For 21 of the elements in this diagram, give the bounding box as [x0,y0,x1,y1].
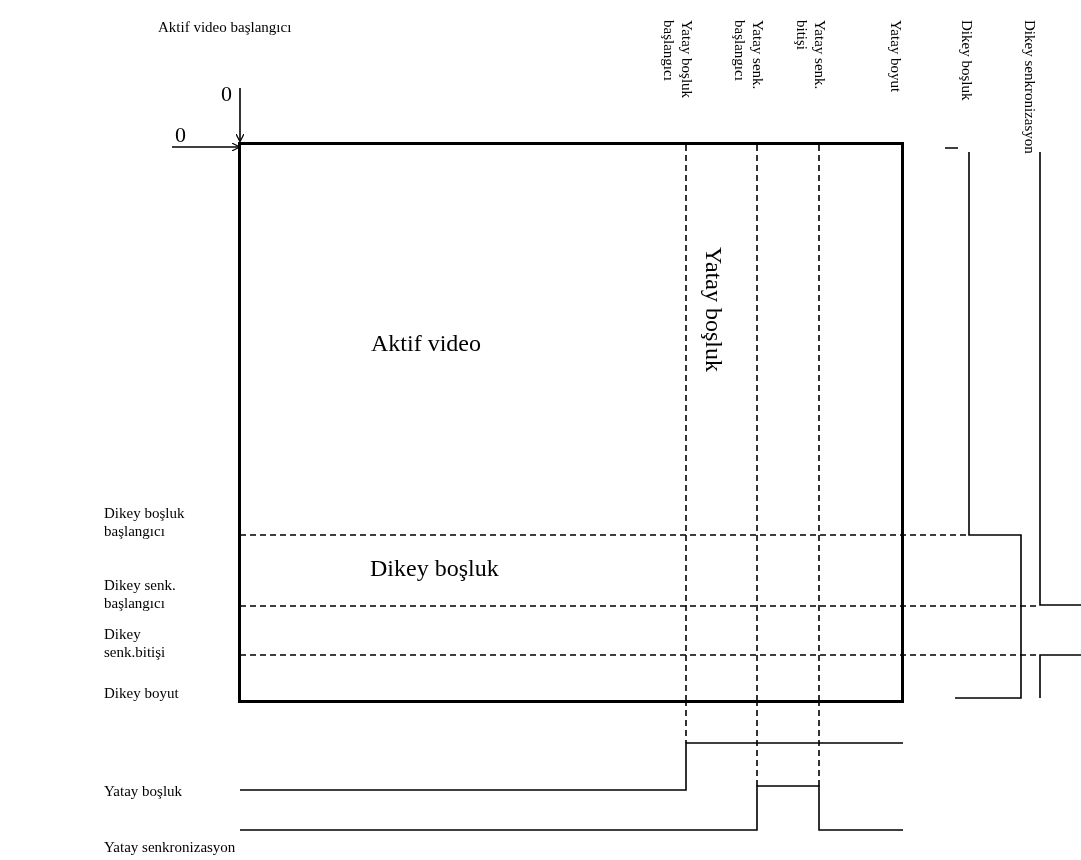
origin-label: 0 [172,123,186,147]
timing-label: Dikey boyut [104,684,179,702]
region-label: Yatay boşluk [700,247,728,372]
timing-label: Dikey senk.bitişi [104,625,167,661]
arrow [235,87,245,143]
timing-label: Yatay boyut [887,20,905,93]
arrow [171,142,241,152]
origin-label: 0 [208,82,232,108]
timing-label: Yatay senk. bitişi [793,20,829,92]
region-label: Aktif video [371,330,481,357]
timing-label: Dikey boşluk [958,20,976,101]
timing-label: Dikey senkronizasyon [1021,20,1039,154]
signal-label: Yatay boşluk [104,782,183,800]
region-label: Dikey boşluk [370,554,499,582]
timing-label: Dikey senk. başlangıcı [104,576,177,612]
signal-label: Yatay senkronizasyon [104,838,236,856]
timing-label: Yatay boşluk başlangıcı [660,20,696,101]
timing-label: Dikey boşluk başlangıcı [104,504,186,540]
frame-box [238,142,904,703]
timing-label: Yatay senk. başlangıcı [731,20,767,92]
caption-label: Aktif video başlangıcı [158,18,292,36]
